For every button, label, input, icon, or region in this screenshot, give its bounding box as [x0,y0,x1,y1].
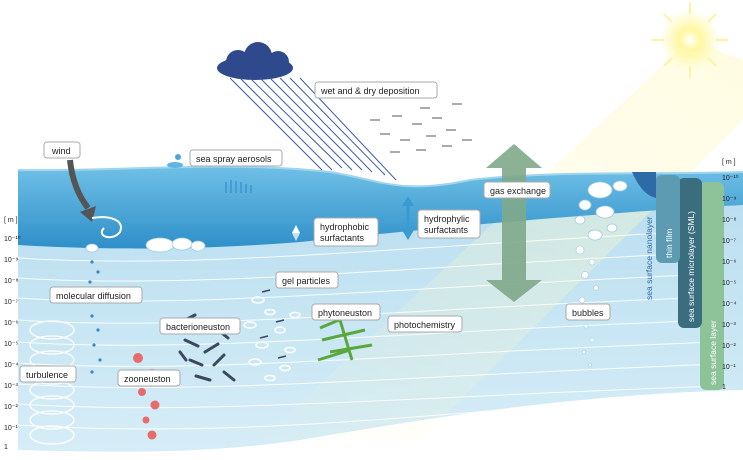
svg-text:zooneuston: zooneuston [124,374,171,384]
label-gel-particles: gel particles [275,271,339,289]
svg-text:surfactants: surfactants [424,225,469,235]
label-thin-film: thin film [664,229,674,258]
svg-text:10⁻⁶: 10⁻⁶ [4,320,18,327]
label-deposition: wet and & dry deposition [314,81,438,99]
label-nanolayer: sea surface nanolayer [644,216,654,300]
svg-text:hydrophylic: hydrophylic [424,214,470,224]
label-gas-exchange: gas exchange [483,181,551,199]
svg-text:10⁻⁹: 10⁻⁹ [722,196,736,203]
wind-arrow [67,159,91,210]
layer-surface [700,182,724,390]
label-surface-layer: sea surface layer [708,320,718,385]
svg-text:1: 1 [4,444,8,451]
svg-text:10⁻⁵: 10⁻⁵ [4,341,18,348]
svg-text:10⁻⁷: 10⁻⁷ [4,299,18,306]
label-wind: wind [43,141,81,159]
layer-thin-film [656,175,680,263]
svg-text:10⁻³: 10⁻³ [4,383,18,390]
surface-bubbles [85,180,628,253]
svg-text:gas exchange: gas exchange [490,186,546,196]
label-molecular-diffusion: molecular diffusion [49,286,143,304]
gas-exchange-arrow [486,144,542,302]
svg-text:gel particles: gel particles [282,276,331,286]
svg-text:hydrophobic: hydrophobic [320,222,370,232]
svg-text:10⁻¹: 10⁻¹ [722,364,736,371]
svg-text:10⁻³: 10⁻³ [722,322,736,329]
spray-splash [167,162,183,168]
svg-text:10⁻⁶: 10⁻⁶ [722,259,736,266]
cloud-icon [217,42,293,80]
svg-text:bubbles: bubbles [572,308,604,318]
svg-text:1: 1 [722,384,726,391]
gel-particles-dark [259,289,287,359]
scale-unit-left: [ m ] [4,217,18,224]
scale-unit-right: [ m ] [722,159,736,166]
layer-microlayer [678,178,702,328]
svg-text:bacterioneuston: bacterioneuston [166,322,230,332]
label-zooneuston: zooneuston [117,369,181,387]
label-turbulence: turbulence [19,365,77,383]
svg-text:wet and & dry deposition: wet and & dry deposition [320,86,420,96]
rain-lines [229,77,397,181]
svg-text:molecular diffusion: molecular diffusion [56,291,131,301]
scale-right: 10⁻¹⁰ 10⁻⁹ 10⁻⁸ 10⁻⁷ 10⁻⁶ 10⁻⁵ 10⁻⁴ 10⁻³… [722,174,739,391]
svg-text:10⁻²: 10⁻² [722,343,736,350]
svg-text:10⁻⁸: 10⁻⁸ [4,278,18,285]
svg-text:10⁻¹: 10⁻¹ [4,425,18,432]
svg-text:10⁻⁴: 10⁻⁴ [4,362,19,369]
gel-particles [243,296,301,382]
svg-text:10⁻²: 10⁻² [4,404,18,411]
svg-text:10⁻⁵: 10⁻⁵ [722,280,736,287]
layer-nanolayer [632,172,656,198]
surfactant-arrows [292,196,414,241]
svg-text:10⁻¹⁰: 10⁻¹⁰ [4,235,21,243]
label-microlayer: sea surface microlayer (SML) [686,211,696,322]
label-bubbles: bubbles [565,303,611,321]
svg-text:10⁻⁹: 10⁻⁹ [4,257,18,264]
scale-left: 10⁻¹⁰ 10⁻⁹ 10⁻⁸ 10⁻⁷ 10⁻⁶ 10⁻⁵ 10⁻⁴ 10⁻³… [4,235,21,451]
svg-text:10⁻¹⁰: 10⁻¹⁰ [722,174,739,182]
dry-deposition-dashes [370,103,472,153]
svg-text:phytoneuston: phytoneuston [318,308,372,318]
svg-text:sea spray aerosols: sea spray aerosols [196,154,272,164]
svg-text:10⁻⁴: 10⁻⁴ [722,301,737,308]
sun-rays [652,2,728,78]
svg-text:10⁻⁷: 10⁻⁷ [722,238,736,245]
svg-text:turbulence: turbulence [26,370,68,380]
spray-droplets [225,180,252,193]
bubble-column [575,245,599,367]
sun-icon [660,10,720,70]
sunbeam [260,40,743,440]
label-photochemistry: photochemistry [387,315,463,333]
svg-text:surfactants: surfactants [320,233,365,243]
svg-text:wind: wind [51,146,71,156]
label-bacterioneuston: bacterioneuston [159,317,241,335]
label-hydrophobic: hydrophobic surfactants [313,217,379,247]
label-sea-spray: sea spray aerosols [189,149,283,167]
svg-text:photochemistry: photochemistry [394,320,456,330]
label-hydrophylic: hydrophylic surfactants [417,209,481,239]
label-phytoneuston: phytoneuston [311,303,381,321]
surface-band [18,166,743,249]
molecular-dots [88,260,102,374]
svg-text:10⁻⁸: 10⁻⁸ [722,217,736,224]
